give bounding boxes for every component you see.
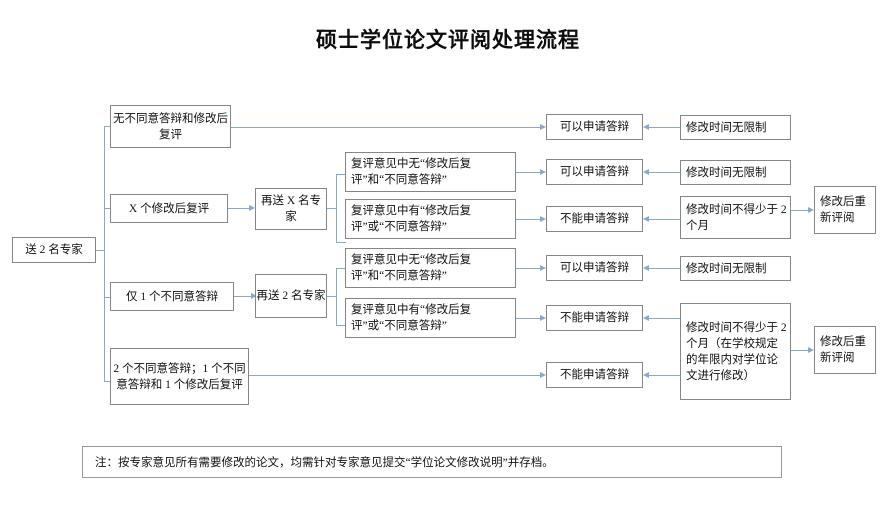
connector-resend2-down bbox=[336, 325, 346, 326]
arrow-time5-to-reeval2 bbox=[808, 346, 814, 353]
node-time-min-2-months-1-label: 修改时间不得少于 2 个月 bbox=[686, 203, 787, 232]
arrow-time4-to-result bbox=[643, 264, 649, 271]
node-branch-x-revise-label: X 个修改后复评 bbox=[128, 202, 210, 215]
node-result-allow-3[interactable]: 可以申请答辩 bbox=[546, 255, 643, 281]
connector-branch1 bbox=[104, 126, 111, 127]
node-branch-one-objection[interactable]: 仅 1 个不同意答辩 bbox=[110, 282, 234, 311]
node-result-deny-2[interactable]: 不能申请答辩 bbox=[546, 305, 643, 331]
connector-b3-to-resend2 bbox=[234, 296, 252, 297]
connector-time3-to-reeval1 bbox=[791, 210, 809, 211]
node-review-has-objection-1-label: 复评意见中有“修改后复评”或“不同意答辩” bbox=[351, 205, 472, 233]
arrow-time2-to-result bbox=[643, 168, 649, 175]
connector-rn1-to-result bbox=[516, 172, 541, 173]
node-time-unlimited-3[interactable]: 修改时间无限制 bbox=[680, 256, 791, 281]
connector-resend2-up bbox=[336, 268, 346, 269]
node-resend-2-experts[interactable]: 再送 2 名专家 bbox=[255, 274, 327, 318]
connector-main-bracket bbox=[104, 126, 105, 382]
node-branch-two-objection-label: 2 个不同意答辩；1 个不同意答辩和 1 个修改后复评 bbox=[113, 362, 246, 391]
connector-b1-to-result bbox=[231, 127, 541, 128]
node-branch-no-objection[interactable]: 无不同意答辩和修改后复评 bbox=[110, 105, 231, 148]
node-branch-one-objection-label: 仅 1 个不同意答辩 bbox=[126, 290, 218, 303]
connector-rn2-to-result bbox=[516, 268, 541, 269]
node-result-deny-3[interactable]: 不能申请答辩 bbox=[546, 362, 643, 388]
connector-branch2 bbox=[104, 208, 111, 209]
arrow-time5-to-result-deny2 bbox=[643, 314, 649, 321]
node-branch-no-objection-label: 无不同意答辩和修改后复评 bbox=[113, 112, 228, 141]
arrow-ry2-to-result bbox=[540, 314, 546, 321]
node-result-allow-1-label: 可以申请答辩 bbox=[560, 121, 629, 133]
connector-resendx-bracket bbox=[336, 174, 337, 242]
node-review-no-objection-1-label: 复评意见中无“修改后复评”和“不同意答辩” bbox=[351, 158, 472, 186]
connector-branch4 bbox=[104, 381, 111, 382]
arrow-b2-to-resendx bbox=[249, 204, 255, 211]
connector-resendx-down bbox=[336, 242, 346, 243]
arrow-ry1-to-result bbox=[540, 215, 546, 222]
node-review-no-objection-2-label: 复评意见中无“修改后复评”和“不同意答辩” bbox=[351, 254, 472, 282]
node-resend-x-experts[interactable]: 再送 X 名专家 bbox=[255, 188, 327, 230]
node-result-allow-1[interactable]: 可以申请答辩 bbox=[546, 114, 643, 140]
node-result-deny-1-label: 不能申请答辩 bbox=[560, 213, 629, 225]
connector-resendx-stub bbox=[327, 208, 337, 209]
arrow-b4-to-result bbox=[540, 371, 546, 378]
connector-time2-to-result bbox=[648, 172, 680, 173]
connector-time4-to-result bbox=[648, 268, 680, 269]
node-time-min-2-months-2-label: 修改时间不得少于 2 个月（在学校规定的年限内对学位论文进行修改） bbox=[686, 321, 787, 382]
arrow-b1-to-result bbox=[540, 123, 546, 130]
node-review-has-objection-1[interactable]: 复评意见中有“修改后复评”或“不同意答辩” bbox=[345, 199, 516, 239]
node-result-allow-2-label: 可以申请答辩 bbox=[560, 166, 629, 178]
node-start-label: 送 2 名专家 bbox=[25, 244, 83, 256]
node-resend-x-experts-label: 再送 X 名专家 bbox=[260, 195, 322, 223]
node-review-no-objection-1[interactable]: 复评意见中无“修改后复评”和“不同意答辩” bbox=[345, 152, 516, 192]
connector-b2-to-resendx bbox=[228, 208, 250, 209]
arrow-time1-to-result bbox=[643, 123, 649, 130]
node-branch-x-revise[interactable]: X 个修改后复评 bbox=[110, 194, 228, 223]
node-time-unlimited-1-label: 修改时间无限制 bbox=[686, 121, 767, 134]
connector-time3-to-result bbox=[648, 219, 680, 220]
footer-note: 注：按专家意见所有需要修改的论文，均需针对专家意见提交“学位论文修改说明”并存档… bbox=[82, 446, 782, 478]
node-review-no-objection-2[interactable]: 复评意见中无“修改后复评”和“不同意答辩” bbox=[345, 248, 516, 288]
node-result-deny-3-label: 不能申请答辩 bbox=[560, 369, 629, 381]
node-start[interactable]: 送 2 名专家 bbox=[12, 237, 96, 263]
node-result-deny-1[interactable]: 不能申请答辩 bbox=[546, 206, 643, 232]
node-time-min-2-months-2[interactable]: 修改时间不得少于 2 个月（在学校规定的年限内对学位论文进行修改） bbox=[680, 303, 791, 400]
node-resend-2-experts-label: 再送 2 名专家 bbox=[256, 290, 326, 302]
node-review-has-objection-2-label: 复评意见中有“修改后复评”或“不同意答辩” bbox=[351, 304, 472, 332]
arrow-b3-to-resend2 bbox=[251, 292, 257, 299]
arrow-rn2-to-result bbox=[540, 264, 546, 271]
node-time-unlimited-3-label: 修改时间无限制 bbox=[686, 262, 767, 275]
node-result-deny-2-label: 不能申请答辩 bbox=[560, 312, 629, 324]
node-time-min-2-months-1[interactable]: 修改时间不得少于 2 个月 bbox=[680, 196, 791, 239]
connector-b4-to-result bbox=[249, 375, 541, 376]
connector-resendx-up bbox=[336, 174, 346, 175]
footer-note-text: 注：按专家意见所有需要修改的论文，均需针对专家意见提交“学位论文修改说明”并存档… bbox=[95, 457, 554, 469]
node-time-unlimited-2[interactable]: 修改时间无限制 bbox=[680, 160, 791, 185]
connector-time1-to-result bbox=[648, 127, 680, 128]
connector-resend2-stub bbox=[327, 296, 337, 297]
node-revise-reevaluate-2-label: 修改后重新评阅 bbox=[820, 336, 866, 364]
connector-start-stub bbox=[95, 250, 105, 251]
node-revise-reevaluate-2[interactable]: 修改后重新评阅 bbox=[814, 326, 876, 374]
connector-ry2-to-result bbox=[516, 318, 541, 319]
connector-resend2-bracket bbox=[336, 268, 337, 325]
arrow-time3-to-result bbox=[643, 215, 649, 222]
arrow-time3-to-reeval1 bbox=[808, 206, 814, 213]
connector-time5-to-result-deny2 bbox=[648, 318, 680, 319]
connector-ry1-to-result bbox=[516, 219, 541, 220]
connector-branch3 bbox=[104, 297, 111, 298]
node-result-allow-2[interactable]: 可以申请答辩 bbox=[546, 159, 643, 185]
node-branch-two-objection[interactable]: 2 个不同意答辩；1 个不同意答辩和 1 个修改后复评 bbox=[110, 348, 249, 405]
connector-time5-to-result-deny3 bbox=[648, 375, 680, 376]
node-time-unlimited-1[interactable]: 修改时间无限制 bbox=[680, 115, 791, 140]
node-review-has-objection-2[interactable]: 复评意见中有“修改后复评”或“不同意答辩” bbox=[345, 298, 516, 338]
page-title: 硕士学位论文评阅处理流程 bbox=[316, 28, 580, 52]
node-result-allow-3-label: 可以申请答辩 bbox=[560, 262, 629, 274]
node-revise-reevaluate-1[interactable]: 修改后重新评阅 bbox=[814, 186, 876, 234]
node-time-unlimited-2-label: 修改时间无限制 bbox=[686, 166, 767, 179]
connector-time5-to-reeval2 bbox=[791, 350, 809, 351]
arrow-time5-to-result-deny3 bbox=[643, 371, 649, 378]
node-revise-reevaluate-1-label: 修改后重新评阅 bbox=[820, 196, 866, 224]
arrow-rn1-to-result bbox=[540, 168, 546, 175]
